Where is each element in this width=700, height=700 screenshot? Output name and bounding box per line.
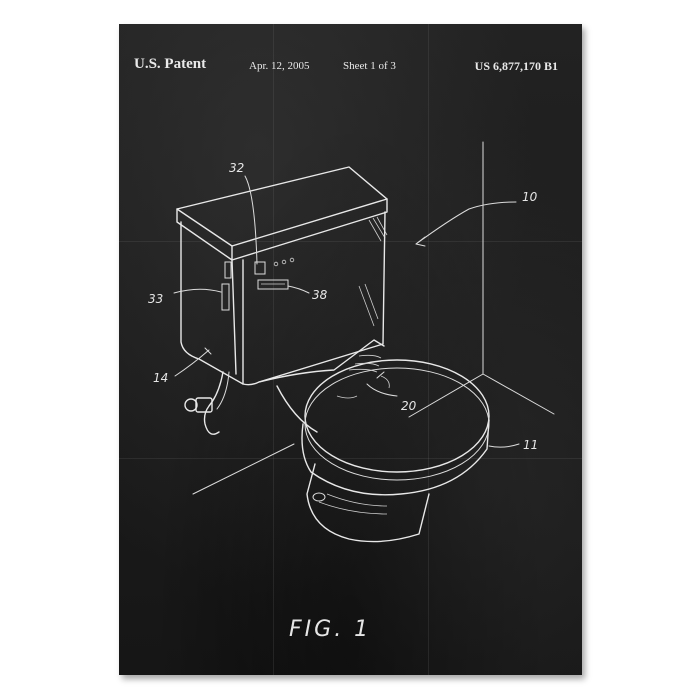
tank-body [180, 211, 386, 386]
figure-label: FIG. 1 [289, 617, 371, 642]
sheet-number: Sheet 1 of 3 [343, 60, 396, 72]
ref-numeral-33: 33 [148, 292, 163, 306]
patent-date: Apr. 12, 2005 [249, 60, 310, 72]
room-lines [192, 141, 555, 495]
ref-numeral-11: 11 [523, 438, 538, 452]
patent-poster: U.S. Patent Apr. 12, 2005 Sheet 1 of 3 U… [119, 24, 582, 675]
ref-numeral-10: 10 [522, 190, 538, 204]
ref-numeral-20: 20 [401, 399, 417, 413]
ref-numeral-38: 38 [312, 288, 328, 302]
fold-line [119, 458, 582, 459]
paper-texture [119, 24, 582, 675]
water-supply-valve [184, 371, 230, 435]
toilet-drawing: 32 33 38 14 10 20 11 FIG. 1 [148, 141, 555, 642]
patent-number: US 6,877,170 B1 [474, 59, 558, 73]
patent-label: U.S. Patent [134, 56, 207, 72]
ref-numeral-14: 14 [153, 371, 168, 385]
fold-line [428, 24, 429, 675]
fold-line [273, 24, 274, 675]
fold-line [119, 241, 582, 242]
toilet-bowl [258, 339, 490, 543]
ref-numeral-32: 32 [229, 161, 244, 175]
tank-lid [176, 166, 388, 261]
leader-lines [173, 175, 520, 448]
